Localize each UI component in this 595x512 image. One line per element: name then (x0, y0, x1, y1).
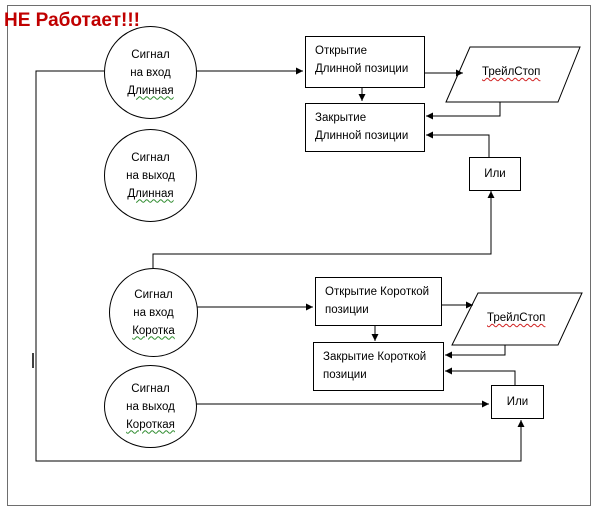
node-line: на вход (133, 306, 174, 319)
node-open-short-position: Открытие Короткой позиции (315, 277, 442, 326)
diagram-title: НЕ Работает!!! (4, 10, 141, 31)
node-line: Открытие (315, 45, 367, 57)
node-line: позиции (325, 304, 369, 316)
node-line: на выход (126, 169, 175, 182)
node-line: Длинной позиции (315, 63, 409, 75)
node-line: Длинной позиции (315, 130, 409, 142)
node-long-entry-signal: Сигнал на вход Длинная (104, 26, 197, 119)
node-long-exit-signal: Сигнал на выход Длинная (104, 129, 197, 222)
node-close-long-position: Закрытие Длинной позиции (305, 103, 425, 152)
node-open-long-position: Открытие Длинной позиции (305, 36, 425, 88)
node-line: Сигнал (131, 151, 170, 164)
node-or-short: Или (491, 385, 544, 419)
node-line: ТрейлСтоп (487, 312, 546, 324)
edge-or-short-close-short (445, 367, 516, 385)
node-line: на вход (130, 66, 171, 79)
node-line: Открытие Короткой (325, 286, 430, 298)
node-line: позиции (323, 369, 367, 381)
node-line: Сигнал (131, 382, 170, 395)
edge-or-long-close-long (426, 131, 490, 157)
node-line: Или (506, 396, 529, 408)
trailstop-short-shape (451, 292, 583, 346)
node-trailstop-long: ТрейлСтоп (482, 66, 540, 78)
node-line: Сигнал (131, 48, 170, 61)
node-line: Длинная (127, 84, 174, 97)
node-line: Или (484, 168, 506, 180)
node-line: Длинная (127, 187, 174, 200)
node-close-short-position: Закрытие Короткой позиции (313, 342, 444, 391)
node-line: на выход (126, 400, 175, 413)
node-short-entry-signal: Сигнал на вход Коротка (109, 268, 198, 357)
edge-short-entry-or-long (152, 191, 495, 268)
edge-trailstop-close-long (426, 102, 501, 120)
node-line: Коротка (132, 324, 175, 337)
node-line: ТрейлСтоп (482, 66, 541, 78)
edge-long-entry-or-short (35, 70, 525, 462)
trailstop-long-shape (445, 46, 581, 103)
node-line: Сигнал (134, 288, 173, 301)
outer-frame (7, 5, 591, 506)
edge-trailstop-close-short (445, 345, 506, 359)
node-line: Закрытие (315, 112, 367, 124)
node-trailstop-short: ТрейлСтоп (487, 312, 545, 324)
node-line: Закрытие Короткой (323, 351, 427, 363)
node-line: Короткая (126, 418, 175, 431)
node-short-exit-signal: Сигнал на выход Короткая (104, 365, 197, 448)
node-or-long: Или (469, 157, 521, 191)
